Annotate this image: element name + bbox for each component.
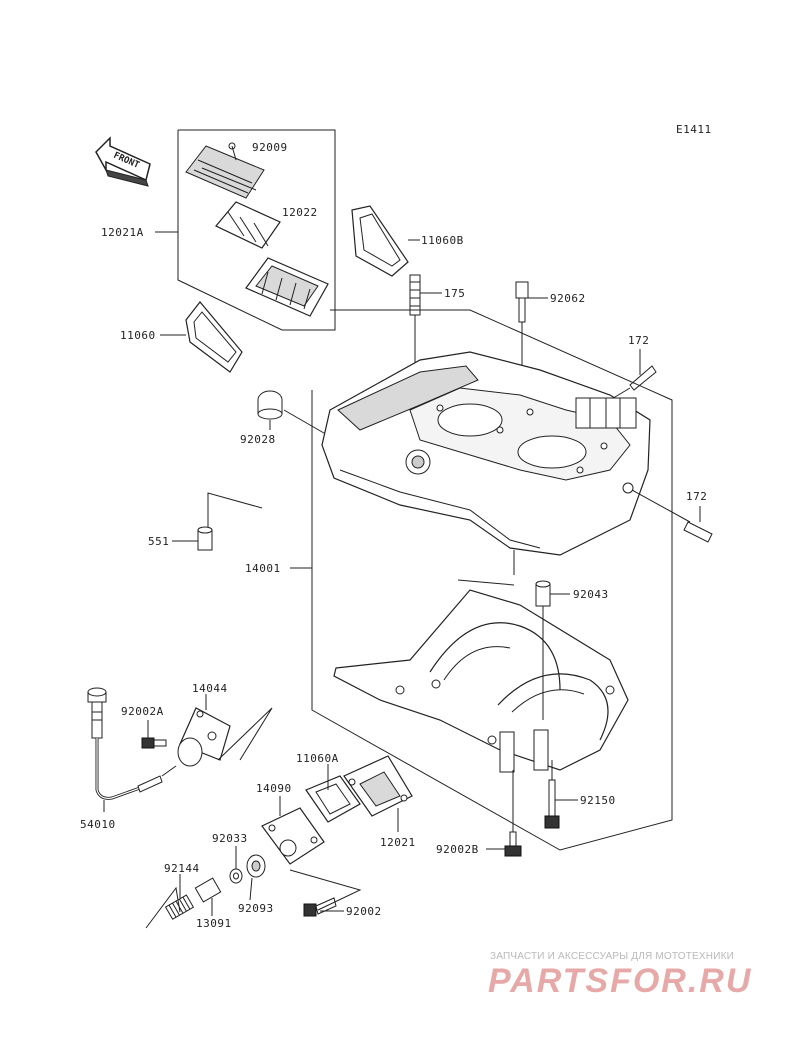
label-13091: 13091 [196, 917, 232, 930]
gasket-11060 [160, 301, 243, 373]
gasket-11060b [351, 205, 420, 277]
gasket-11060a [305, 764, 361, 823]
label-11060b: 11060B [421, 234, 464, 247]
label-12021a: 12021A [101, 226, 144, 239]
small-parts [145, 846, 362, 929]
label-12022: 12022 [282, 206, 318, 219]
label-11060a: 11060A [296, 752, 339, 765]
watermark-tagline: ЗАПЧАСТИ И АКСЕССУАРЫ ДЛЯ МОТОТЕХНИКИ [490, 951, 735, 962]
bolt-92150 [544, 760, 578, 829]
label-92093: 92093 [238, 902, 274, 915]
label-14090: 14090 [256, 782, 292, 795]
cover-12021 [343, 755, 413, 832]
dowel-551 [172, 492, 263, 551]
front-arrow-icon: FRONT [95, 136, 151, 187]
diagram-id: E1411 [676, 123, 712, 136]
reed-valve-group [155, 129, 336, 331]
bolt-92002b [486, 770, 522, 857]
label-92002b: 92002B [436, 843, 479, 856]
label-92062: 92062 [550, 292, 586, 305]
plug-92028 [257, 390, 337, 441]
label-12021: 12021 [380, 836, 416, 849]
watermark-logo: PARTSFOR.RU [488, 962, 753, 1000]
label-92144: 92144 [164, 862, 200, 875]
label-92028: 92028 [240, 433, 276, 446]
label-92002: 92002 [346, 905, 382, 918]
stud-172-right [631, 489, 713, 543]
label-172-right: 172 [686, 490, 707, 503]
label-92043: 92043 [573, 588, 609, 601]
crankcase-bracket [290, 309, 673, 851]
label-92009: 92009 [252, 141, 288, 154]
cable-54010 [87, 687, 177, 812]
label-11060: 11060 [120, 329, 156, 342]
label-172-top: 172 [628, 334, 649, 347]
label-92150: 92150 [580, 794, 616, 807]
label-54010: 54010 [80, 818, 116, 831]
oil-pump-14044 [141, 694, 273, 767]
label-92002a: 92002A [121, 705, 164, 718]
dowel-92043 [535, 580, 570, 720]
plate-14090 [261, 796, 325, 865]
label-175: 175 [444, 287, 465, 300]
label-551: 551 [148, 535, 169, 548]
stud-172-top [609, 349, 657, 401]
upper-crankcase [321, 351, 651, 575]
reed-petals [215, 201, 281, 249]
label-14044: 14044 [192, 682, 228, 695]
label-14001: 14001 [245, 562, 281, 575]
lower-crankcase [333, 579, 629, 773]
label-92033: 92033 [212, 832, 248, 845]
